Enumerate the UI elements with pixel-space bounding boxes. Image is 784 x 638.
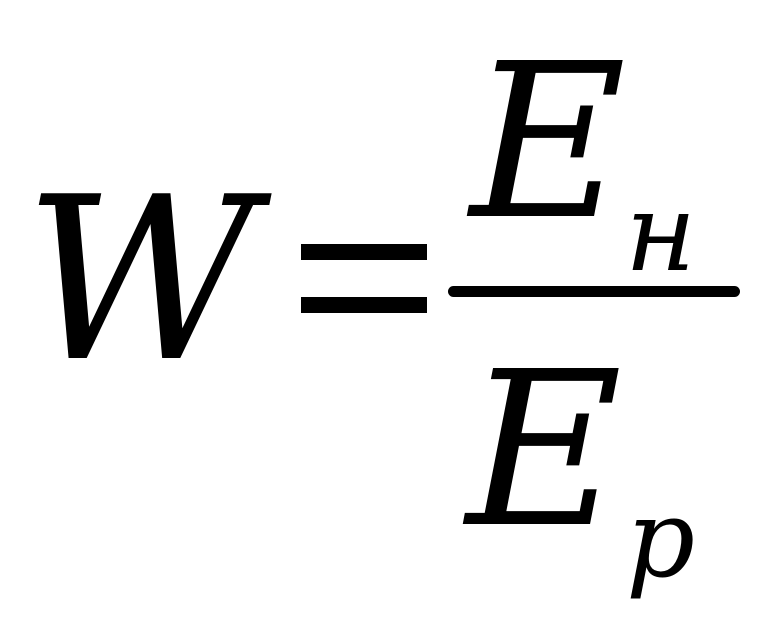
equals-sign-bottom-bar — [301, 297, 427, 313]
numerator-subscript: н — [625, 171, 697, 296]
numerator-symbol: E — [470, 18, 627, 267]
denominator-subscript: p — [626, 477, 696, 602]
equals-sign-top-bar — [301, 244, 427, 260]
formula-lhs: W — [24, 149, 257, 412]
fraction-bar — [448, 286, 740, 297]
denominator-symbol: E — [466, 326, 623, 575]
